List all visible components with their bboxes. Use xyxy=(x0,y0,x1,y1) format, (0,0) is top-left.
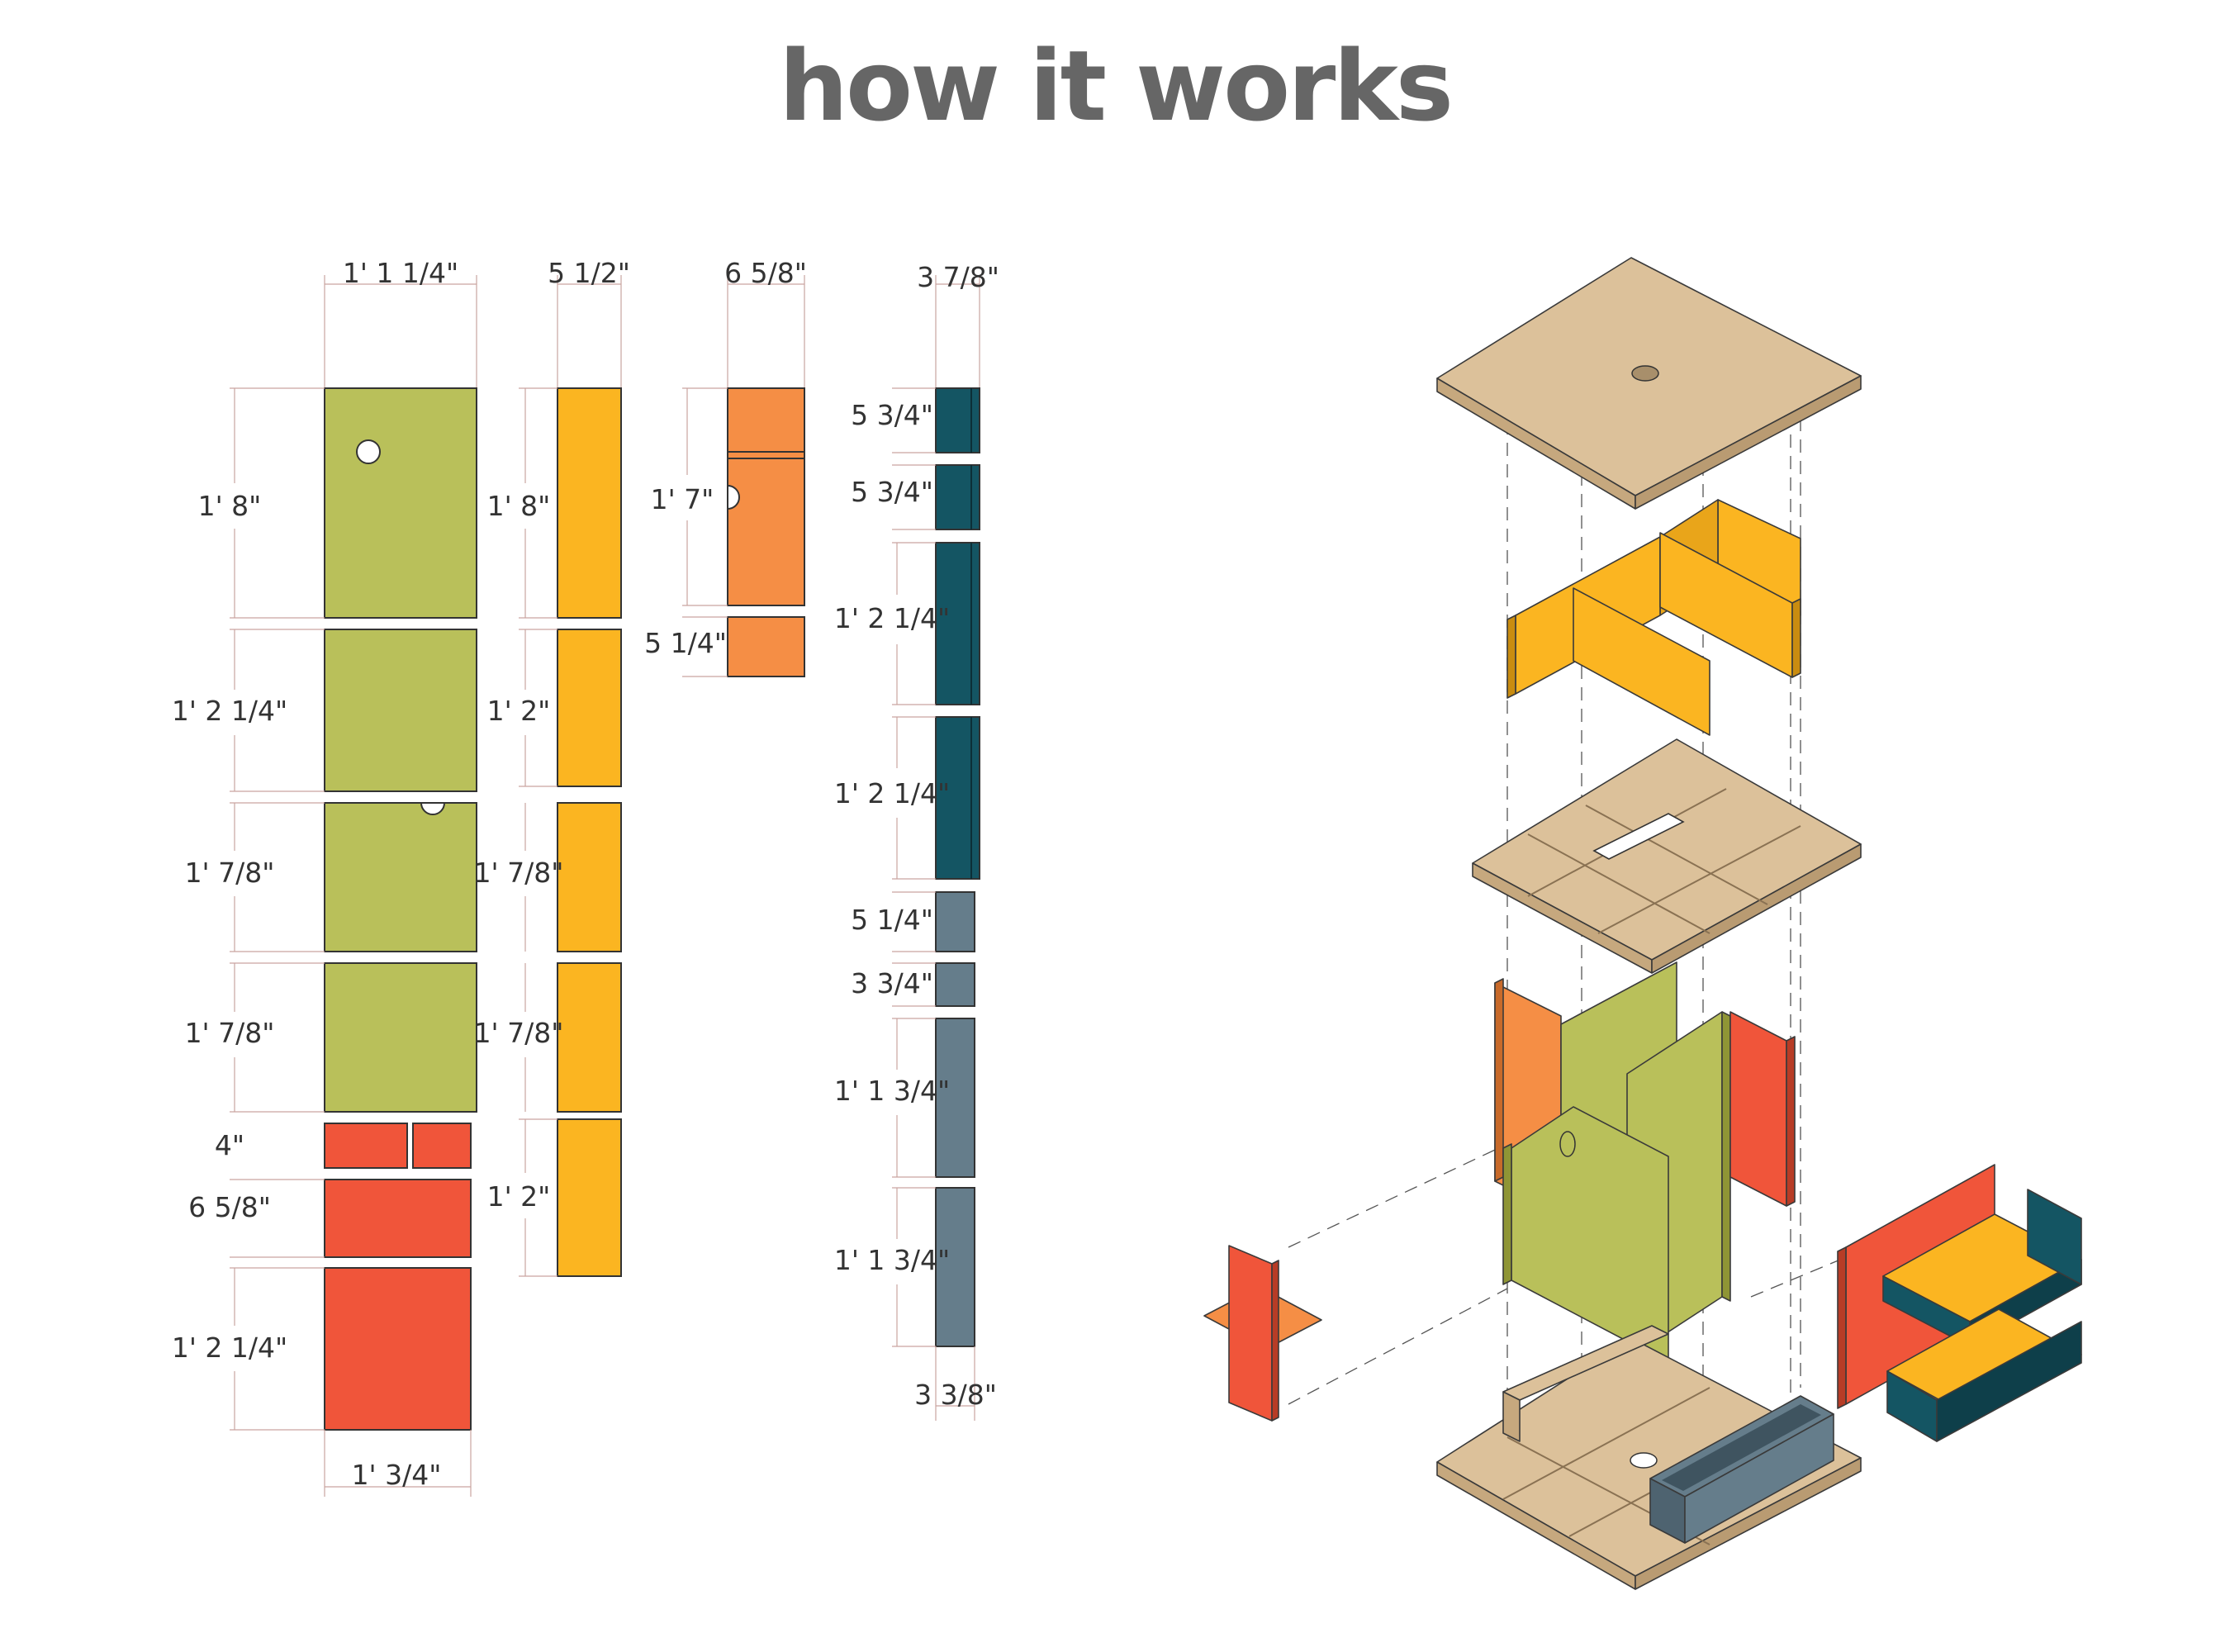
yellow-strip-5 xyxy=(557,1118,622,1277)
col2-width-label: 5 1/2" xyxy=(548,257,630,289)
teal-box-1 xyxy=(935,387,980,453)
base-with-tray xyxy=(1436,1325,1862,1590)
col1-piece-7-label: 1' 2 1/4" xyxy=(172,1332,287,1364)
red-strip-right xyxy=(412,1123,472,1169)
red-panel-3 xyxy=(324,1267,472,1431)
col4-piece-3-label: 1' 2 1/4" xyxy=(834,602,950,634)
col4-width-label: 3 7/8" xyxy=(917,261,999,293)
orange-panel-2 xyxy=(727,616,805,677)
notch-cutout xyxy=(420,802,446,815)
col4-piece-8-label: 1' 1 3/4" xyxy=(834,1244,950,1276)
col2-piece-2-label: 1' 2" xyxy=(487,695,551,727)
slate-tray xyxy=(1649,1395,1834,1544)
col3-dimension-lines xyxy=(682,387,728,677)
orange-panel-1 xyxy=(727,387,805,606)
base-hole xyxy=(1630,1452,1658,1469)
col4-piece-4-label: 1' 2 1/4" xyxy=(834,777,950,809)
col4-piece-2-label: 5 3/4" xyxy=(851,476,933,508)
col1-piece-2-label: 1' 2 1/4" xyxy=(172,695,287,727)
middle-shelf xyxy=(1472,738,1862,974)
page-title: how it works xyxy=(778,29,1454,143)
top-panel-hole xyxy=(1631,365,1659,382)
col4-dimension-lines xyxy=(892,387,936,1347)
col2-dimension-lines xyxy=(519,387,558,1277)
right-drawer-unit xyxy=(1837,1164,2082,1442)
col4-piece-6-label: 3 3/4" xyxy=(851,967,933,999)
yellow-strip-1 xyxy=(557,387,622,619)
col1-width-label: 1' 1 1/4" xyxy=(343,257,458,289)
exploded-view xyxy=(1203,257,2082,1590)
cut-list-column-4: 3 7/8" xyxy=(834,261,999,1421)
green-panel-2 xyxy=(324,629,477,792)
orange-notch xyxy=(727,484,740,510)
col1-piece-4-label: 1' 7/8" xyxy=(185,1017,275,1049)
cut-list-column-3: 6 5/8" 1' 7" 5 1/4" xyxy=(644,257,807,677)
col1-piece-3-label: 1' 7/8" xyxy=(185,857,275,889)
col1-piece-5-label: 4" xyxy=(215,1129,244,1161)
side-cross-piece xyxy=(1203,1245,1322,1422)
col4-piece-1-label: 5 3/4" xyxy=(851,399,933,431)
green-panel-1 xyxy=(324,387,477,619)
red-strip-left xyxy=(324,1123,408,1169)
col4-piece-7-label: 1' 1 3/4" xyxy=(834,1075,950,1107)
col2-piece-4-label: 1' 7/8" xyxy=(474,1017,564,1049)
col2-piece-3-label: 1' 7/8" xyxy=(474,857,564,889)
top-panel xyxy=(1436,257,1862,510)
cut-list-column-1: 1' 1 1/4" xyxy=(172,257,477,1497)
col1-piece-1-label: 1' 8" xyxy=(198,490,262,522)
frame-knob xyxy=(1559,1131,1576,1157)
teal-box-4 xyxy=(935,716,980,880)
cut-list: 1' 1 1/4" xyxy=(172,257,999,1497)
col3-piece-2-label: 5 1/4" xyxy=(644,627,727,659)
teal-box-3 xyxy=(935,542,980,705)
slate-strip-3 xyxy=(935,1018,975,1178)
col3-width-label: 6 5/8" xyxy=(724,257,807,289)
yellow-strip-4 xyxy=(557,962,622,1113)
col4-piece-5-label: 5 1/4" xyxy=(851,904,933,936)
teal-box-2 xyxy=(935,464,980,530)
col2-piece-1-label: 1' 8" xyxy=(487,490,551,522)
col1-piece-6-label: 6 5/8" xyxy=(188,1191,271,1223)
col1-dimension-lines xyxy=(230,387,325,1431)
yellow-dividers xyxy=(1506,499,1801,736)
col3-piece-1-label: 1' 7" xyxy=(651,483,714,515)
col2-piece-5-label: 1' 2" xyxy=(487,1180,551,1213)
green-panel-3 xyxy=(324,802,477,952)
slate-strip-4 xyxy=(935,1187,975,1347)
main-frame xyxy=(1494,961,1796,1364)
slate-strip-1 xyxy=(935,891,975,952)
col1-bottom-width-label: 1' 3/4" xyxy=(352,1459,442,1491)
green-panel-4 xyxy=(324,962,477,1113)
dowel-hole xyxy=(356,439,381,464)
red-panel-2 xyxy=(324,1179,472,1258)
yellow-strip-2 xyxy=(557,629,622,787)
yellow-strip-3 xyxy=(557,802,622,952)
cut-list-column-2: 5 1/2" xyxy=(474,257,630,1277)
col4-bottom-width-label: 3 3/8" xyxy=(914,1379,997,1411)
shelf-slot xyxy=(1592,813,1685,860)
slate-strip-2 xyxy=(935,962,975,1007)
